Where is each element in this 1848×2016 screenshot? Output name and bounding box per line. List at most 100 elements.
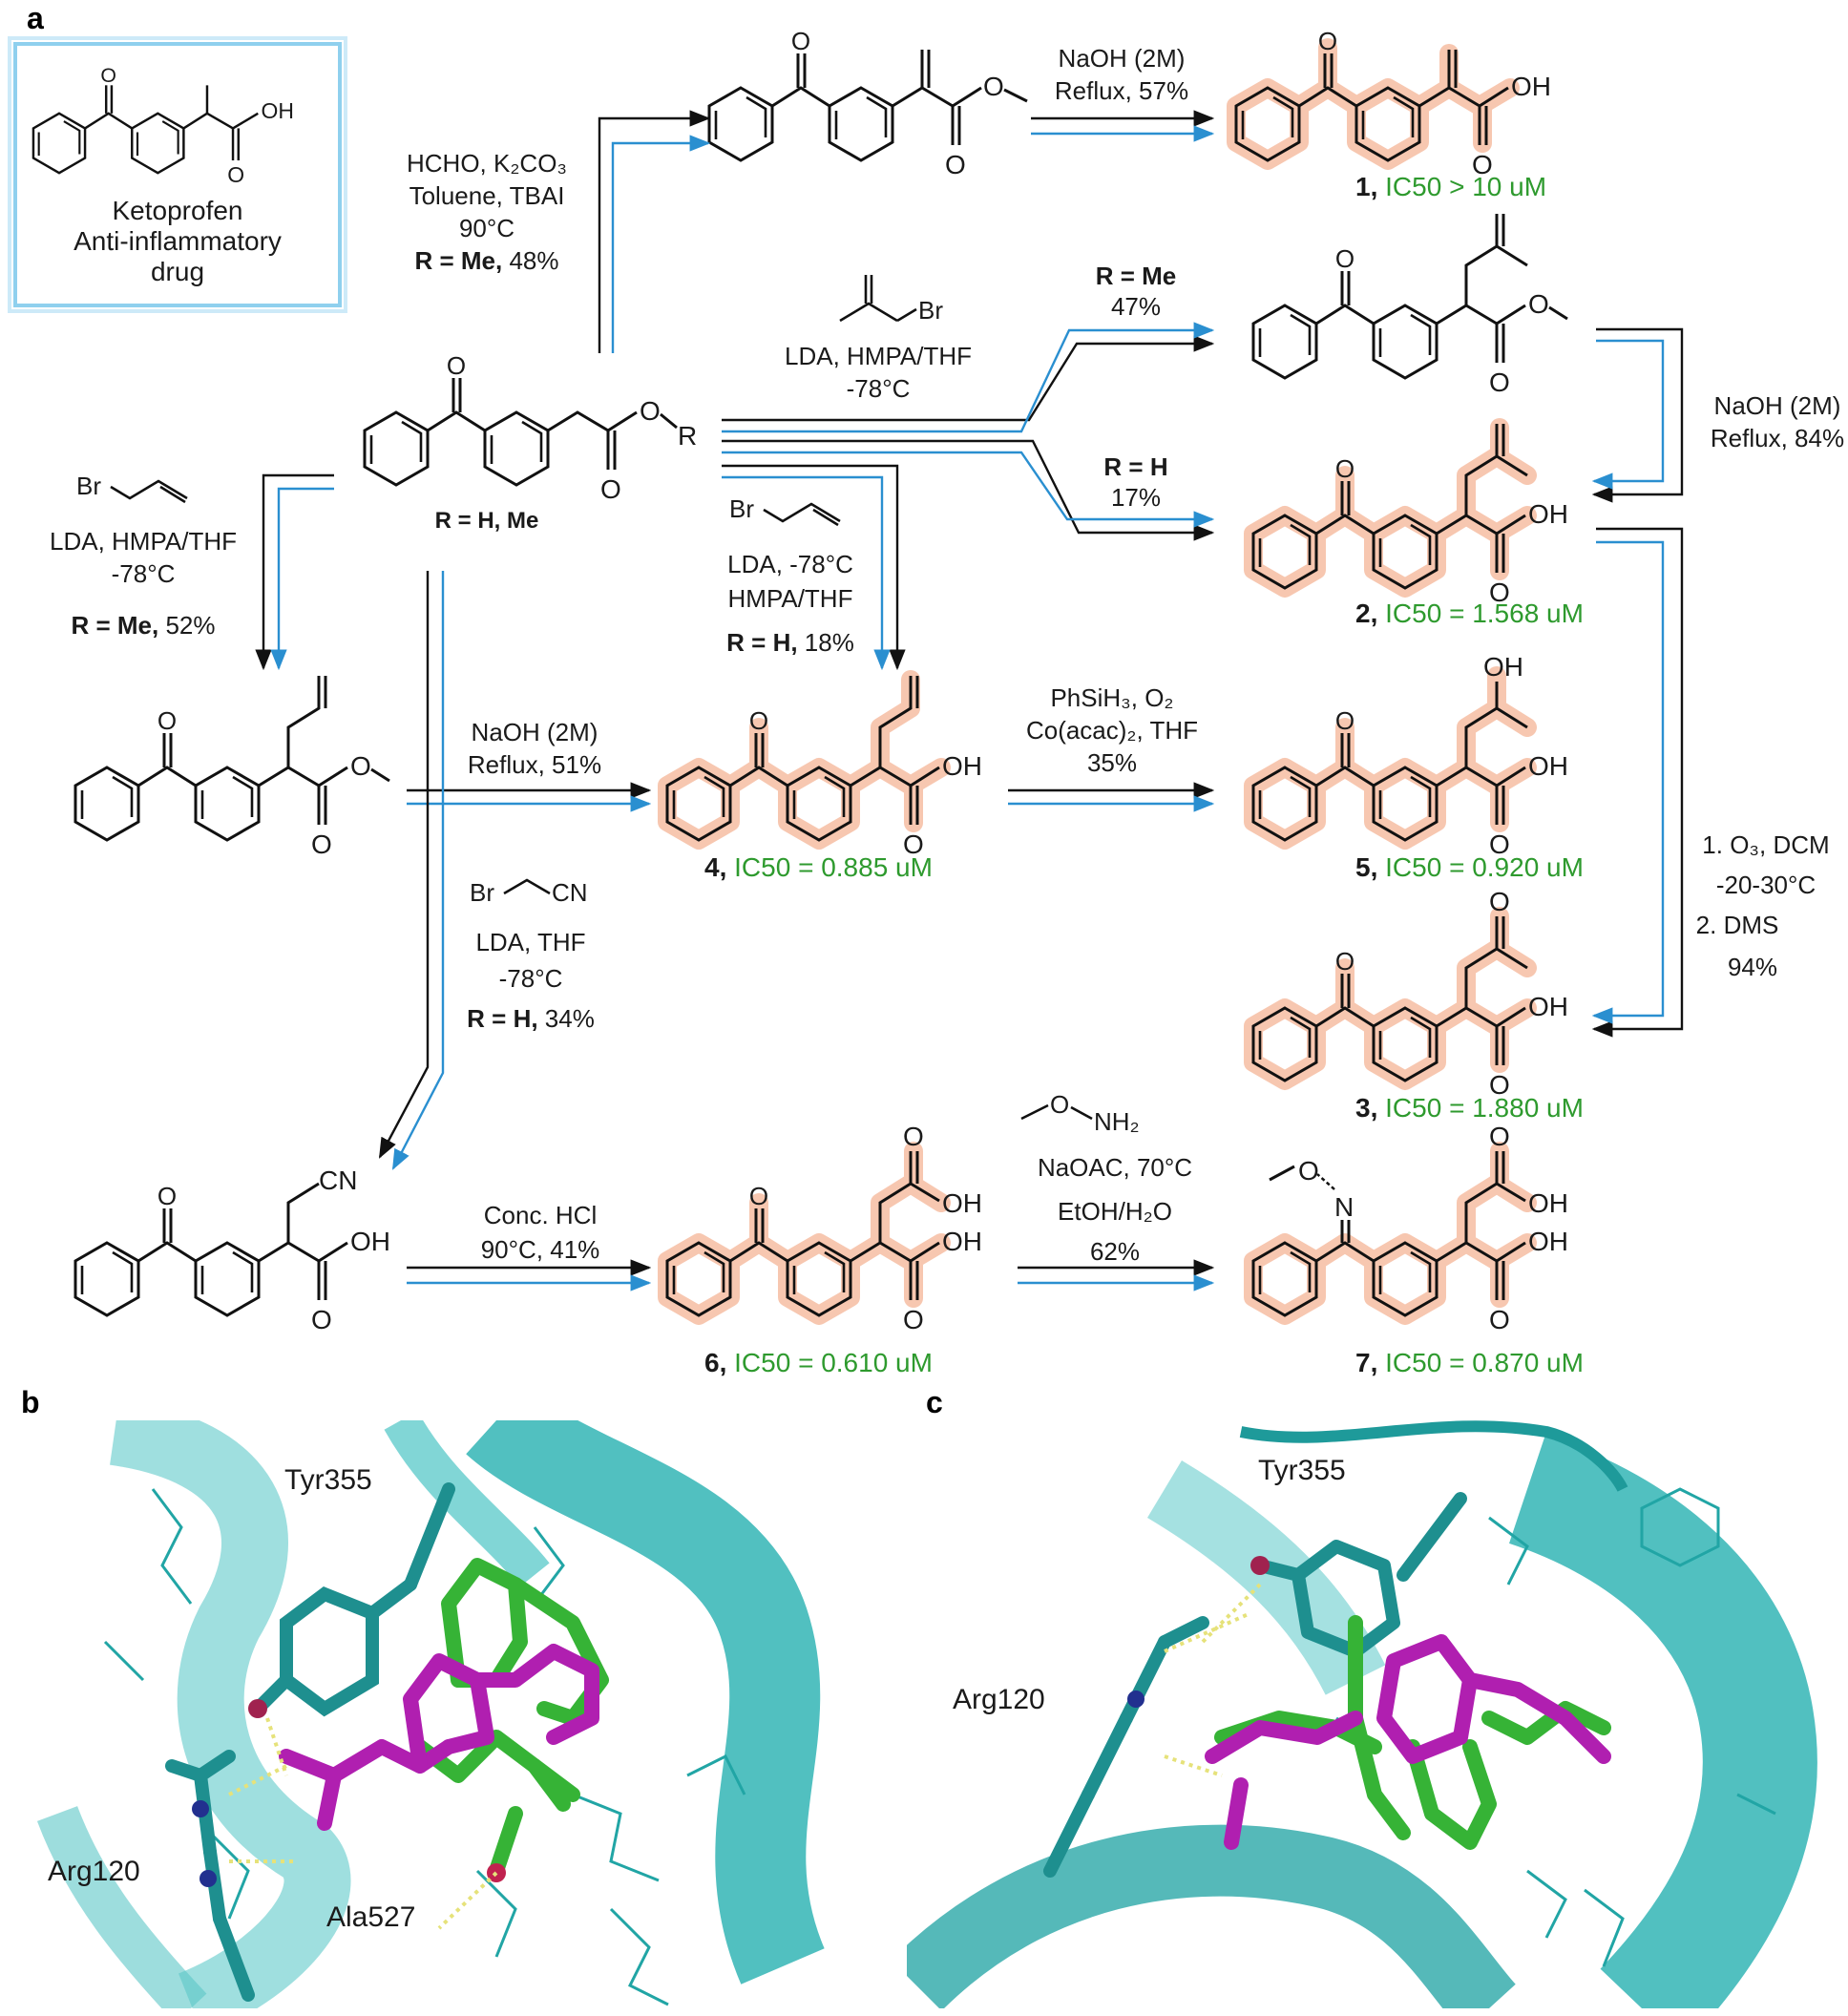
c-tyr355-label: Tyr355 [1258, 1455, 1346, 1486]
svg-text:Co(acac)₂, THF: Co(acac)₂, THF [1026, 716, 1198, 745]
svg-text:R = Me: R = Me [1096, 262, 1177, 290]
compound-7: N O O OH OH O [1253, 1122, 1568, 1334]
svg-text:O: O [1472, 150, 1493, 179]
svg-text:CN: CN [552, 878, 588, 907]
compound-5: OH OH O [1253, 652, 1568, 859]
svg-text:O: O [311, 1305, 332, 1334]
svg-text:OH: OH [1528, 1227, 1568, 1256]
svg-text:LDA, -78°C: LDA, -78°C [727, 550, 853, 578]
svg-text:R = Me, 52%: R = Me, 52% [71, 611, 215, 640]
compound-1-label: 1, IC50 > 10 uM [1355, 172, 1546, 201]
svg-text:2. DMS: 2. DMS [1696, 911, 1779, 939]
svg-text:OH: OH [350, 1227, 390, 1256]
compound-1: OH O [1236, 27, 1551, 179]
svg-text:OH: OH [942, 1227, 982, 1256]
svg-text:N: N [1334, 1192, 1354, 1222]
methallyl-ester: O O [1253, 214, 1568, 397]
compound-4-label: 4, IC50 = 0.885 uM [704, 852, 933, 882]
methylene-ester: O O [709, 27, 1028, 179]
ester-o: O [640, 396, 661, 426]
svg-text:Reflux, 51%: Reflux, 51% [468, 750, 601, 779]
svg-text:O: O [311, 830, 332, 859]
compound-4: OH O [667, 670, 982, 859]
svg-text:OH: OH [942, 751, 982, 781]
svg-text:-20-30°C: -20-30°C [1716, 871, 1816, 899]
panel-b-label: b [21, 1385, 40, 1419]
svg-text:17%: 17% [1111, 483, 1161, 512]
r-group: R [678, 421, 697, 451]
ketoprofen-oh: OH [262, 98, 294, 123]
ketoprofen-desc: Anti-inflammatory [74, 226, 282, 256]
ketoprofen-desc2: drug [151, 257, 204, 286]
svg-text:O: O [945, 150, 966, 179]
svg-text:-78°C: -78°C [112, 559, 176, 588]
svg-text:O: O [1298, 1156, 1319, 1186]
svg-text:NaOAC, 70°C: NaOAC, 70°C [1038, 1153, 1192, 1182]
svg-text:LDA, THF: LDA, THF [475, 928, 585, 956]
docking-panel-b: Tyr355 Arg120 Ala527 [29, 1420, 859, 2008]
svg-text:Br: Br [729, 494, 754, 523]
svg-text:HMPA/THF: HMPA/THF [728, 584, 853, 613]
svg-text:35%: 35% [1087, 748, 1137, 777]
svg-text:NH₂: NH₂ [1094, 1107, 1140, 1136]
svg-text:OH: OH [942, 1188, 982, 1218]
svg-text:90°C: 90°C [459, 214, 514, 242]
c-arg120-label: Arg120 [953, 1684, 1045, 1715]
ester-carbonyl-o: O [600, 474, 621, 504]
compound-3: O OH O [1253, 887, 1568, 1100]
compound-5-label: 5, IC50 = 0.920 uM [1355, 852, 1584, 882]
svg-text:Toluene, TBAI: Toluene, TBAI [410, 181, 565, 210]
svg-text:1. O₃, DCM: 1. O₃, DCM [1702, 830, 1829, 859]
svg-text:Br: Br [76, 472, 101, 500]
compound-6-label: 6, IC50 = 0.610 uM [704, 1348, 933, 1377]
svg-text:Br: Br [918, 296, 943, 325]
svg-text:PhSiH₃, O₂: PhSiH₃, O₂ [1050, 683, 1173, 712]
svg-text:Reflux, 57%: Reflux, 57% [1055, 76, 1188, 105]
starting-material: O R O [365, 351, 697, 504]
compound-2: OH O [1253, 418, 1568, 607]
svg-text:OH: OH [1483, 652, 1523, 682]
svg-text:O: O [1528, 289, 1549, 319]
reaction-arrows [255, 110, 1684, 1292]
svg-text:Conc. HCl: Conc. HCl [484, 1201, 597, 1229]
svg-text:LDA, HMPA/THF: LDA, HMPA/THF [785, 342, 972, 370]
svg-text:O: O [903, 1305, 924, 1334]
b-ala527-label: Ala527 [326, 1901, 415, 1933]
svg-text:HCHO, K₂CO₃: HCHO, K₂CO₃ [407, 149, 567, 178]
svg-text:OH: OH [1511, 72, 1551, 101]
ketoprofen-box: OH O Ketoprofen Anti-inflammatory drug [8, 36, 347, 313]
svg-text:Br: Br [470, 878, 494, 907]
start-r-label: R = H, Me [435, 508, 539, 534]
svg-text:O: O [1489, 887, 1510, 916]
svg-text:OH: OH [1528, 751, 1568, 781]
svg-text:CN: CN [319, 1166, 357, 1195]
svg-text:94%: 94% [1728, 953, 1777, 981]
compound-6: O OH OH O [667, 1122, 982, 1334]
allyl-ester: O O [75, 676, 390, 859]
svg-text:NaOH (2M): NaOH (2M) [1059, 44, 1186, 73]
svg-text:Reflux, 84%: Reflux, 84% [1711, 424, 1844, 452]
conditions: HCHO, K₂CO₃ Toluene, TBAI 90°C R = Me, 4… [50, 44, 1844, 1266]
svg-text:OH: OH [1528, 992, 1568, 1021]
svg-text:O: O [1489, 830, 1510, 859]
panel-c-label: c [926, 1385, 943, 1419]
svg-text:O: O [1489, 1122, 1510, 1151]
ketoprofen-o: O [227, 162, 244, 187]
svg-text:O: O [1489, 1305, 1510, 1334]
compound-3-label: 3, IC50 = 1.880 uM [1355, 1093, 1584, 1123]
svg-text:-78°C: -78°C [499, 964, 563, 993]
svg-text:O: O [1489, 1070, 1510, 1100]
svg-text:R = H, 34%: R = H, 34% [467, 1004, 595, 1033]
svg-text:O: O [1489, 368, 1510, 397]
svg-text:R = H: R = H [1103, 452, 1167, 481]
compound-2-label: 2, IC50 = 1.568 uM [1355, 598, 1584, 628]
svg-text:O: O [1489, 578, 1510, 607]
svg-text:LDA, HMPA/THF: LDA, HMPA/THF [50, 527, 237, 556]
svg-text:O: O [903, 830, 924, 859]
svg-text:O: O [983, 72, 1004, 101]
svg-text:90°C, 41%: 90°C, 41% [481, 1235, 600, 1264]
svg-text:OH: OH [1528, 1188, 1568, 1218]
svg-text:62%: 62% [1090, 1237, 1140, 1266]
ketoprofen-name: Ketoprofen [113, 196, 243, 225]
